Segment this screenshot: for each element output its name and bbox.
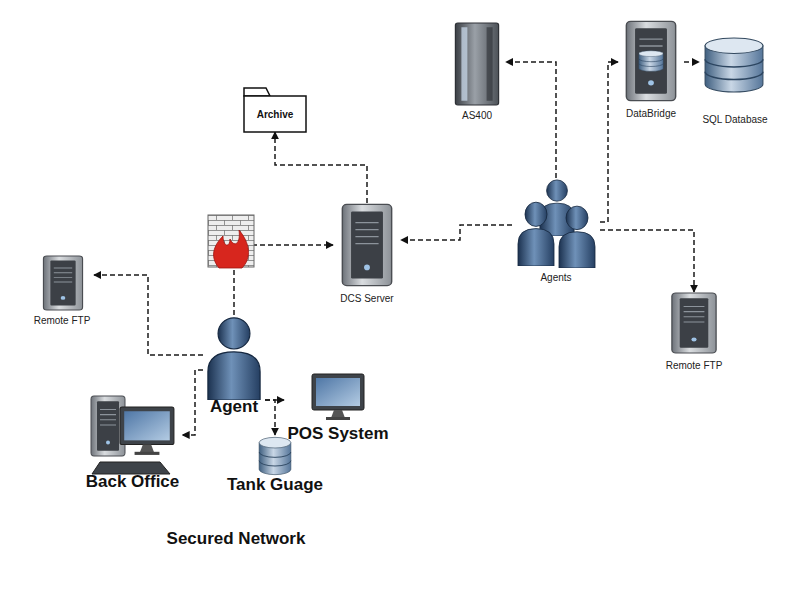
network-region: Secured Network AgentPOS SystemBack Offic… bbox=[28, 275, 444, 577]
agent-icon bbox=[208, 318, 260, 400]
node-label: AS400 bbox=[462, 110, 492, 122]
database-node: SQL Database bbox=[699, 34, 771, 126]
dashed-connector bbox=[275, 132, 367, 203]
server-icon bbox=[342, 204, 391, 285]
node-label: POS System bbox=[287, 424, 388, 444]
node-label: Back Office bbox=[86, 472, 180, 492]
node-label: Tank Guage bbox=[227, 475, 323, 495]
database-icon bbox=[705, 38, 763, 92]
dashed-connector bbox=[684, 61, 699, 63]
server-node: Remote FTP bbox=[30, 255, 94, 327]
node-label: Agents bbox=[540, 272, 571, 284]
monitor-icon bbox=[312, 374, 364, 420]
dashed-connector bbox=[94, 275, 203, 355]
tank-icon bbox=[259, 437, 291, 474]
mainframe-node: AS400 bbox=[448, 22, 506, 122]
server-icon bbox=[43, 256, 82, 310]
region-outline bbox=[30, 278, 442, 575]
databridge-icon bbox=[626, 21, 675, 100]
dashed-connector bbox=[600, 230, 694, 292]
node-label: Remote FTP bbox=[34, 315, 91, 327]
dashed-connector bbox=[265, 400, 275, 435]
node-label: Secured Network bbox=[167, 529, 306, 549]
dashed-connector bbox=[265, 399, 284, 401]
dashed-connector bbox=[506, 62, 556, 178]
firewall-icon bbox=[208, 215, 254, 268]
agents-node: Agents bbox=[512, 178, 600, 284]
server-icon bbox=[672, 293, 716, 353]
node-label: Archive bbox=[257, 109, 294, 121]
tank-node: Tank Guage bbox=[224, 435, 327, 495]
node-label: DataBridge bbox=[626, 108, 676, 120]
node-label: Remote FTP bbox=[666, 360, 723, 372]
node-label: SQL Database bbox=[702, 114, 767, 126]
server-node: DCS Server bbox=[333, 203, 401, 305]
terminal-node: POS System bbox=[284, 372, 392, 444]
dashed-connector bbox=[401, 225, 512, 240]
archive-folder: Archive bbox=[244, 88, 306, 132]
server-node: Remote FTP bbox=[660, 292, 728, 372]
dashed-connector bbox=[183, 370, 204, 435]
dashed-connector bbox=[600, 62, 618, 222]
as400-icon bbox=[455, 23, 498, 105]
back-office-icon bbox=[91, 396, 174, 474]
agents-icon bbox=[518, 180, 595, 268]
agent-node: Agent bbox=[203, 315, 265, 417]
archive-folder bbox=[244, 88, 306, 132]
node-label: DCS Server bbox=[340, 293, 393, 305]
node-label: Agent bbox=[210, 397, 258, 417]
workstation-node: Back Office bbox=[83, 392, 183, 492]
server-node: DataBridge bbox=[618, 20, 684, 120]
